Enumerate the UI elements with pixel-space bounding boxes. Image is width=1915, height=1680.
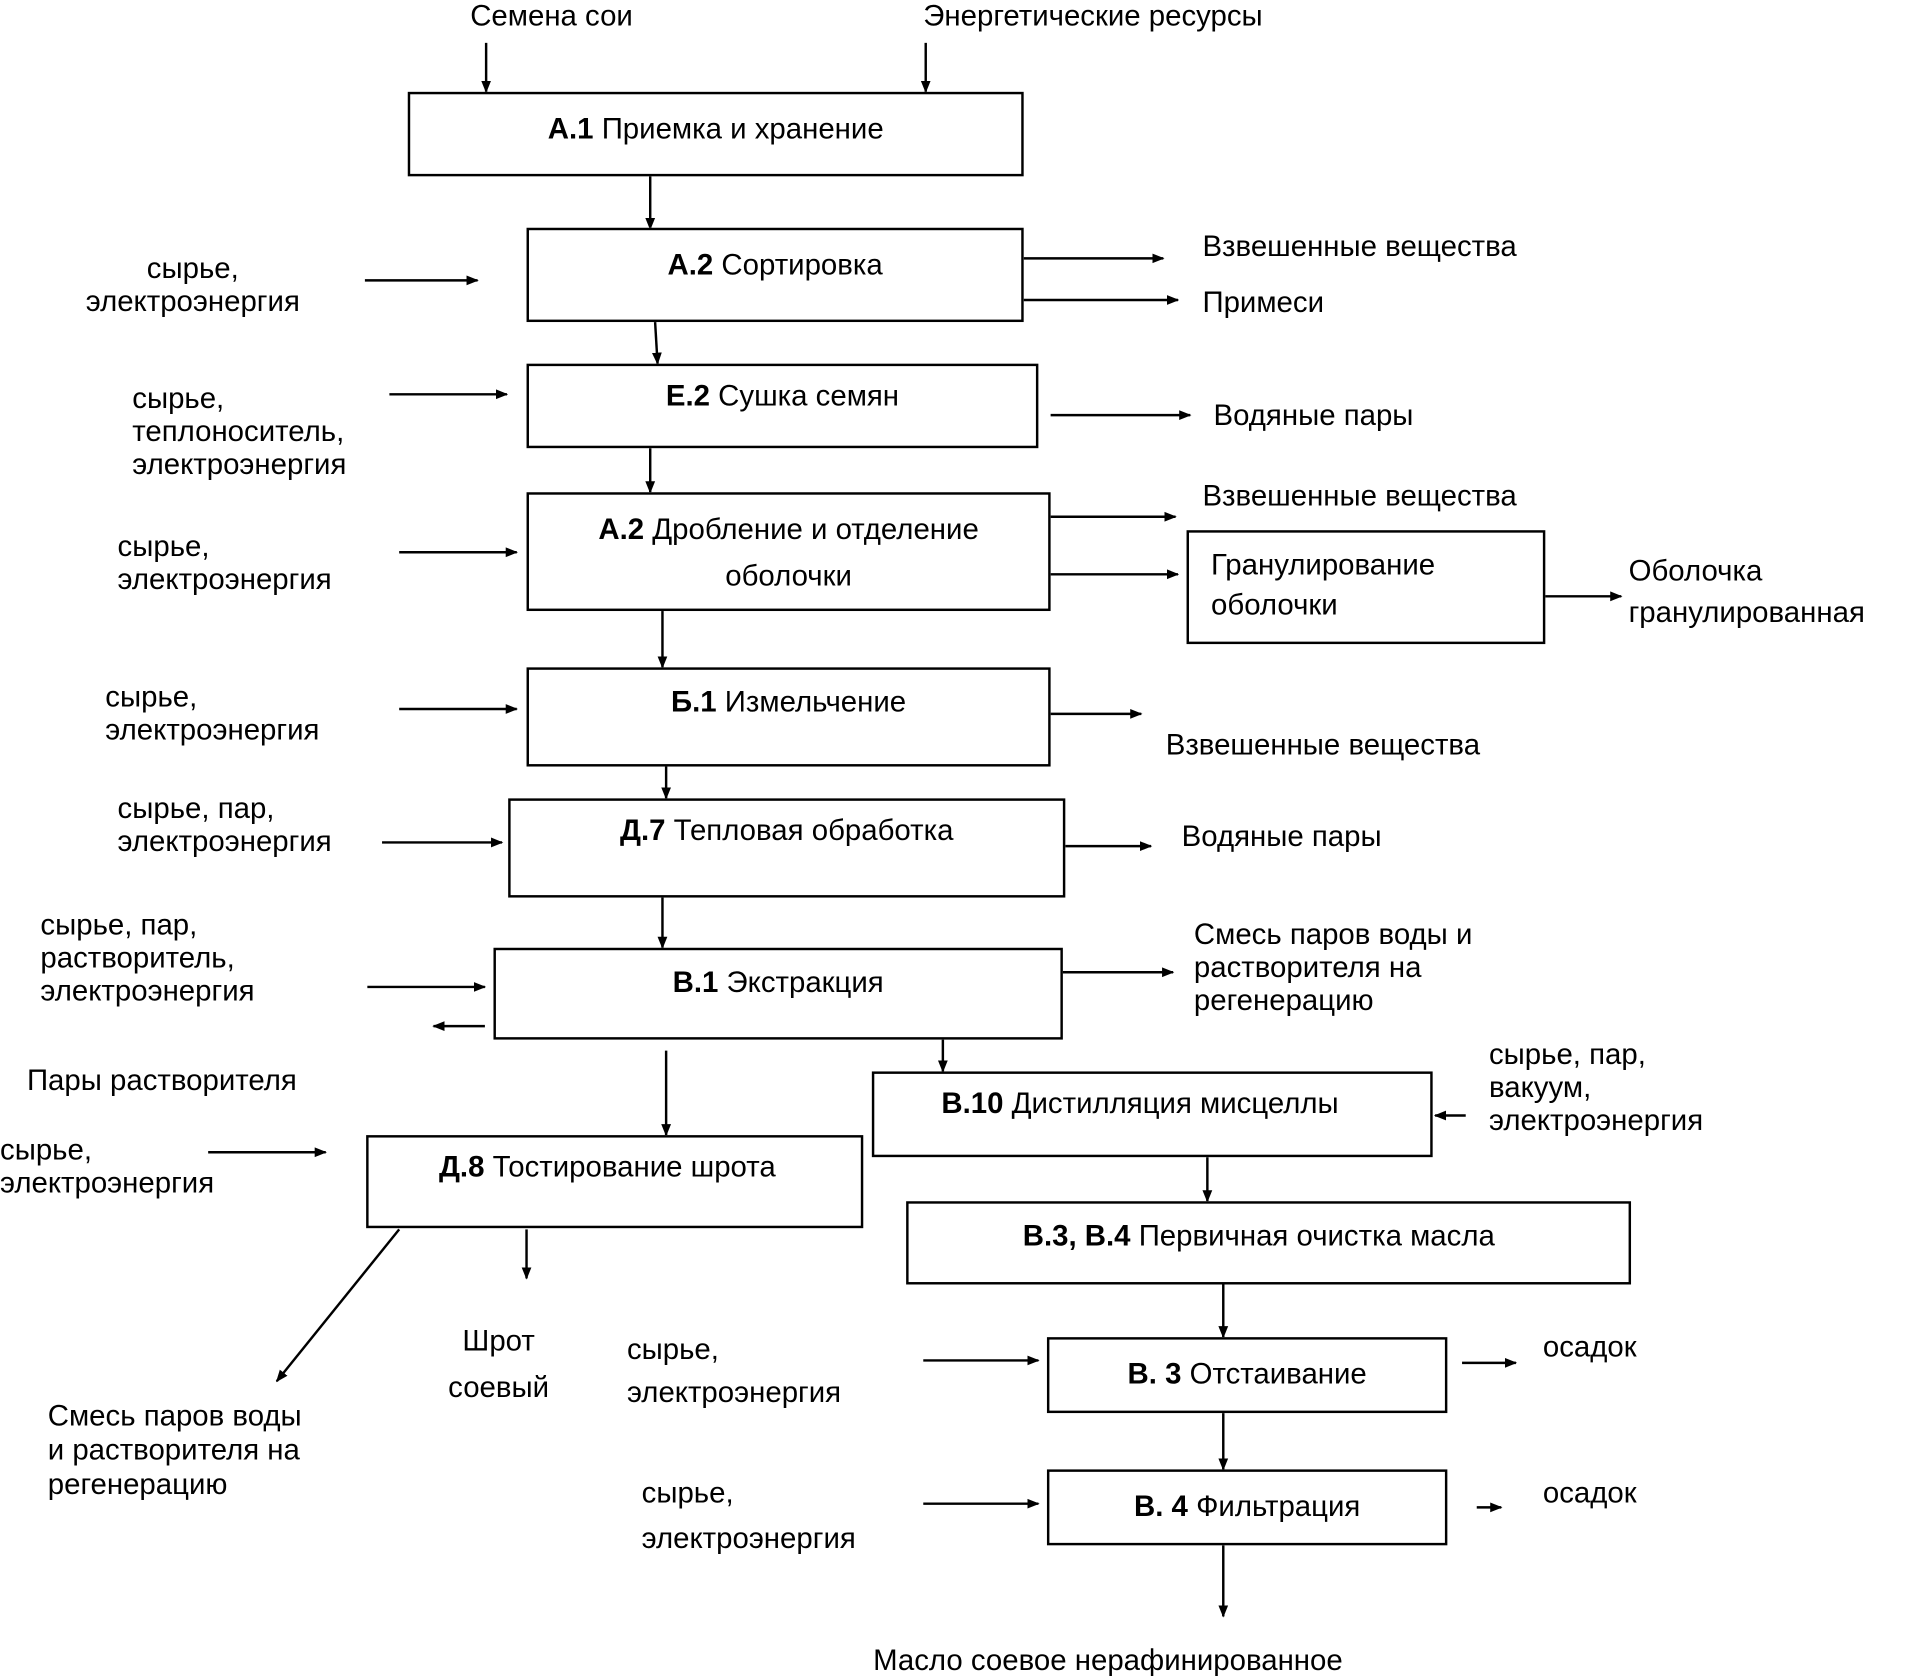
output-water-vapor-1: Водяные пары (1213, 399, 1414, 433)
output-sediment-2: осадок (1542, 1476, 1637, 1510)
box-d8-toasting: Д.8 Тостирование шрота (366, 1135, 864, 1229)
input-label-v4: сырье, электроэнергия (641, 1476, 856, 1556)
box-code: В. 4 (1134, 1490, 1188, 1524)
box-a2-sorting: А.2 Сортировка (526, 227, 1024, 323)
box-v34-primary-cleaning: В.3, В.4 Первичная очистка масла (906, 1201, 1632, 1285)
box-code: Е.2 (665, 379, 710, 413)
output-vapor-mix-2: Смесь паров воды и растворителя на реген… (47, 1399, 302, 1502)
box-husk-granulation: Гранулирование оболочки (1186, 530, 1546, 645)
box-v10-distillation: В.10 Дистилляция мисцеллы (871, 1071, 1433, 1158)
output-suspended-3: Взвешенные вещества (1165, 728, 1481, 762)
box-e2-drying: Е.2 Сушка семян (526, 363, 1039, 449)
box-title: Дистилляция мисцеллы (1011, 1087, 1339, 1121)
box-title: Измельчение (724, 685, 907, 719)
input-label-e2: сырье, теплоноситель, электроэнергия (132, 382, 347, 482)
output-suspended-1: Взвешенные вещества (1202, 230, 1517, 264)
input-energy-label: Энергетические ресурсы (923, 0, 1263, 34)
input-label-v10: сырье, пар, вакуум, электроэнергия (1488, 1038, 1704, 1138)
box-title: Фильтрация (1196, 1490, 1361, 1524)
box-title: Дробление и отделение оболочки (652, 513, 979, 593)
input-label-b1: сырье, электроэнергия (105, 680, 320, 747)
box-v4-filtration: В. 4 Фильтрация (1046, 1469, 1448, 1546)
box-a2-crushing: А.2 Дробление и отделение оболочки (526, 492, 1051, 612)
box-code: В.10 (941, 1087, 1004, 1121)
box-title: Гранулирование оболочки (1211, 548, 1436, 623)
box-title: Отстаивание (1189, 1357, 1367, 1392)
box-code: А.2 (667, 248, 714, 282)
box-code: Д.7 (620, 814, 666, 848)
box-title: Экстракция (726, 966, 884, 1000)
output-impurities: Примеси (1202, 286, 1325, 320)
box-code: В. 3 (1127, 1357, 1182, 1392)
final-product-label: Масло соевое нерафинированное (873, 1644, 1343, 1678)
input-label-d8: сырье, электроэнергия (0, 1133, 215, 1201)
box-code: А.2 (598, 513, 645, 547)
output-vapor-mix-1: Смесь паров воды и растворителя на реген… (1193, 918, 1473, 1018)
arrow-out-mix2 (275, 1228, 401, 1383)
arrow-a2-e2 (652, 321, 662, 365)
box-d7-heat-treatment: Д.7 Тепловая обработка (508, 798, 1066, 898)
input-label-v1: сырье, пар, растворитель, электроэнергия (40, 908, 255, 1008)
output-suspended-2: Взвешенные вещества (1202, 480, 1517, 514)
box-code: А.1 (547, 112, 594, 146)
box-title: Приемка и хранение (601, 112, 884, 146)
input-label-a2: сырье, электроэнергия (85, 252, 300, 319)
output-sediment-1: осадок (1542, 1331, 1637, 1365)
output-solvent-vapors: Пары растворителя (26, 1064, 297, 1098)
box-v1-extraction: В.1 Экстракция (493, 947, 1063, 1040)
box-title: Тепловая обработка (673, 814, 954, 848)
box-title: Первичная очистка масла (1138, 1219, 1495, 1253)
box-b1-grinding: Б.1 Измельчение (526, 667, 1051, 767)
box-title: Сушка семян (718, 379, 900, 413)
input-label-v3: сырье, электроэнергия (626, 1333, 842, 1410)
output-husk-granulated: Оболочка гранулированная (1628, 554, 1865, 630)
box-title: Сортировка (721, 248, 883, 282)
input-label-crushing: сырье, электроэнергия (117, 530, 332, 597)
output-water-vapor-2: Водяные пары (1181, 820, 1382, 854)
box-code: Б.1 (671, 685, 717, 719)
box-v3-settling: В. 3 Отстаивание (1046, 1337, 1448, 1414)
box-title: Тостирование шрота (492, 1151, 776, 1185)
input-seeds-label: Семена сои (470, 0, 633, 34)
box-code: В.1 (672, 966, 719, 1000)
box-code: Д.8 (438, 1151, 485, 1185)
box-a1-receiving: А.1 Приемка и хранение (407, 91, 1024, 177)
box-code: В.3, В.4 (1022, 1219, 1131, 1253)
output-soy-meal: Шрот соевый (448, 1324, 550, 1405)
input-label-d7: сырье, пар, электроэнергия (117, 792, 332, 859)
